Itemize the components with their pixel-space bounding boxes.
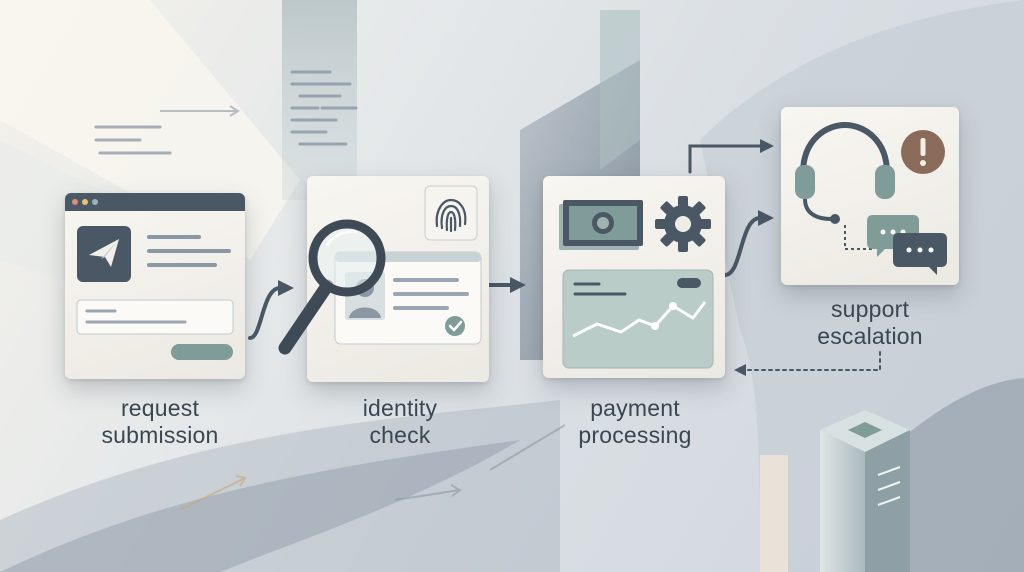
arrowhead-icon — [760, 139, 774, 153]
gear-icon — [655, 196, 711, 252]
arrowhead-icon — [278, 280, 294, 296]
background-panel — [282, 0, 357, 200]
chat-icon — [867, 215, 947, 275]
payment-illustration — [559, 196, 714, 369]
payment-processing-card — [543, 176, 725, 378]
alert-icon — [901, 130, 945, 174]
flow-connectors — [248, 139, 881, 376]
step-label-line-1: request — [120, 395, 200, 421]
step-label-line-1: support — [830, 296, 910, 322]
step-label-line-2: escalation — [817, 323, 923, 349]
connector-1-2 — [248, 286, 282, 340]
connector-3-4-lower — [723, 216, 762, 277]
identity-check-card — [278, 176, 489, 382]
window-dot-icon — [72, 199, 78, 205]
request-submission-card — [65, 193, 245, 379]
identity-illustration — [278, 185, 482, 355]
step-label-line-2: submission — [101, 422, 219, 448]
banknote-icon — [559, 200, 643, 250]
background-arrows — [160, 105, 566, 511]
paper-plane-icon — [77, 226, 131, 282]
chart-icon — [562, 269, 714, 369]
connector-3-4-upper — [688, 144, 764, 174]
step-label-line-1: payment — [590, 395, 680, 421]
window-dot-icon — [82, 199, 88, 205]
step-label-support-escalation: support escalation — [770, 296, 970, 350]
text-input-field — [76, 299, 234, 335]
arrowhead-icon — [734, 364, 746, 376]
step-label-request-submission: request submission — [60, 395, 260, 449]
step-label-identity-check: identity check — [300, 395, 500, 449]
background-wave — [0, 400, 560, 572]
background-panel — [600, 10, 640, 170]
step-label-line-2: check — [369, 422, 431, 448]
background-wave — [0, 440, 520, 572]
step-label-line-2: processing — [578, 422, 692, 448]
server-tower-icon — [760, 410, 910, 572]
headset-icon — [795, 121, 895, 224]
background-panel — [880, 378, 1024, 572]
code-lines-decoration — [94, 70, 358, 155]
magnifier-icon — [278, 219, 386, 355]
connector-4-3-return — [744, 351, 881, 371]
step-label-line-1: identity — [362, 395, 438, 421]
browser-window-illustration — [65, 193, 245, 360]
check-icon — [445, 316, 465, 336]
step-label-payment-processing: payment processing — [535, 395, 735, 449]
support-illustration — [795, 121, 947, 275]
support-escalation-card — [781, 107, 959, 285]
submit-button — [171, 344, 233, 360]
dashed-link — [844, 225, 873, 250]
window-dot-icon — [92, 199, 98, 205]
fingerprint-icon — [424, 185, 478, 241]
arrowhead-icon — [758, 210, 774, 226]
arrowhead-icon — [510, 277, 526, 293]
